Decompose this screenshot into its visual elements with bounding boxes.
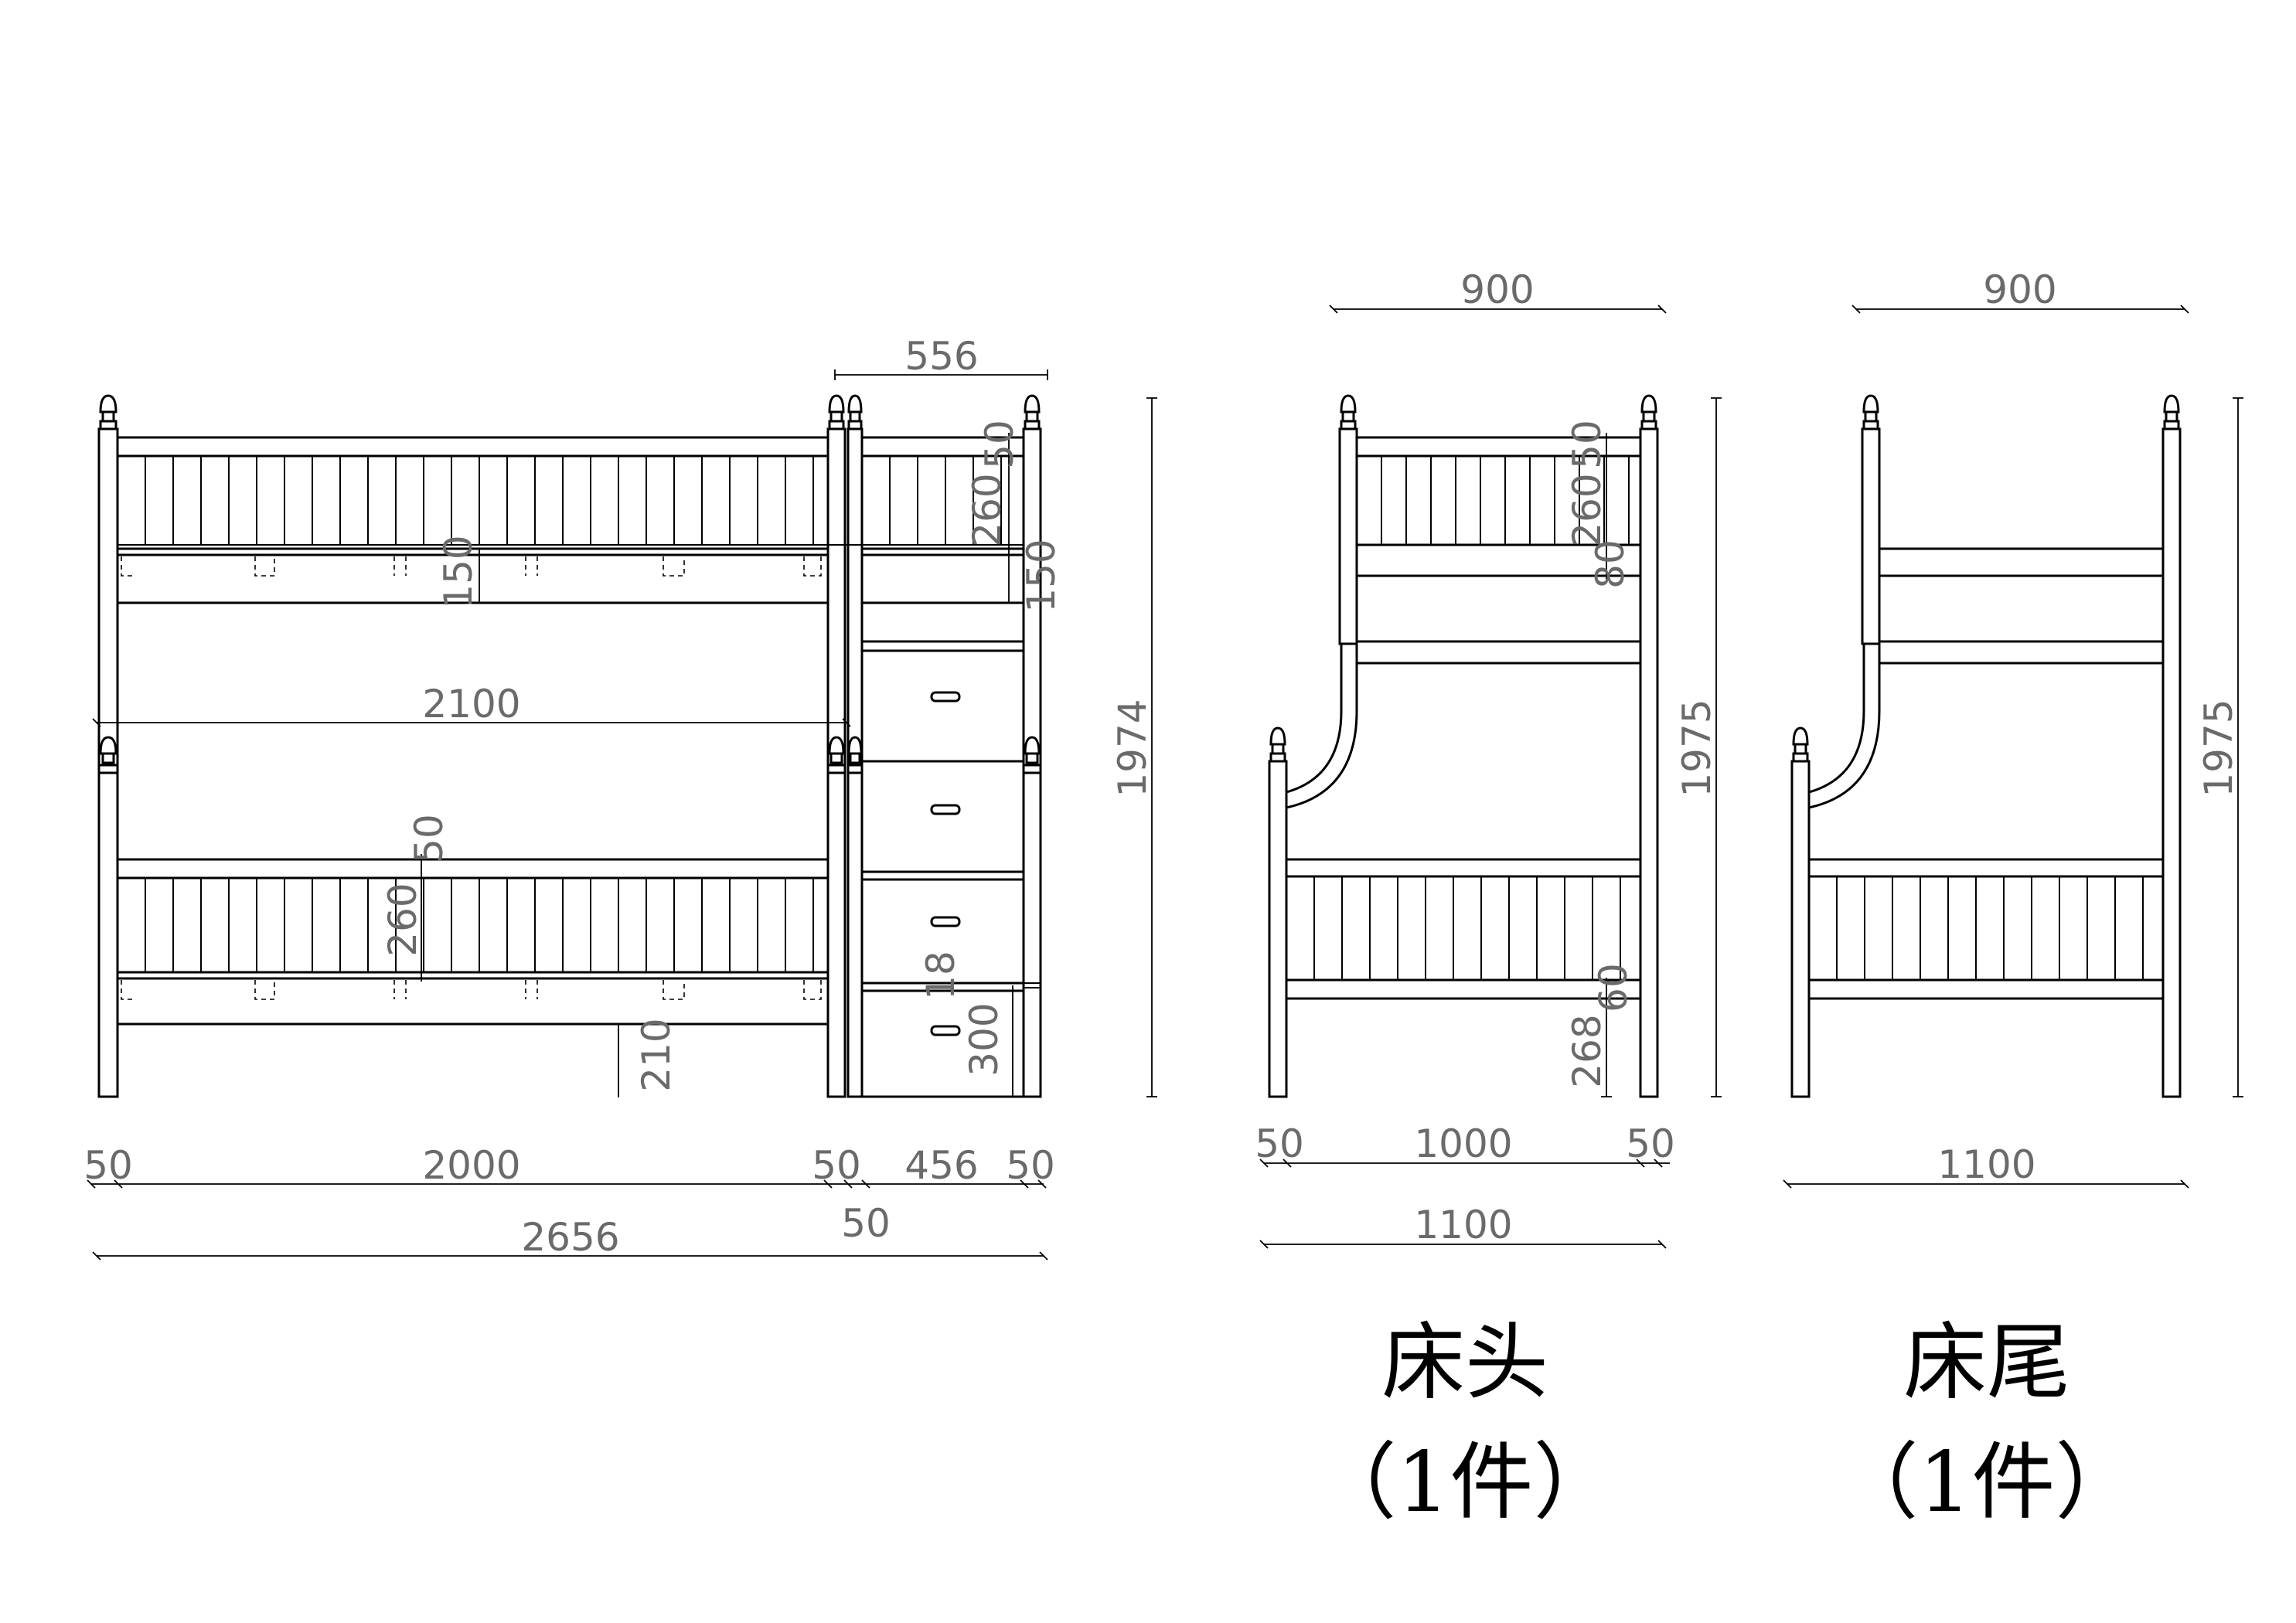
dim-1975-head: 1975 [1674, 699, 1719, 797]
dim-50-top: 50 [977, 420, 1022, 469]
dim-2656: 2656 [521, 1215, 619, 1260]
dim-50-a: 50 [83, 1143, 133, 1188]
dim-1974: 1974 [1110, 699, 1155, 797]
dim-60-head: 60 [1591, 963, 1636, 1012]
drawer-handle [930, 691, 961, 703]
dim-1100-head: 1100 [1414, 1203, 1512, 1247]
hidden-brackets [121, 556, 822, 1000]
dim-50-head: 50 [1565, 420, 1610, 469]
dim-2100: 2100 [422, 682, 520, 726]
drawer-handle [930, 916, 961, 927]
dim-1000-head: 1000 [1414, 1121, 1512, 1166]
dim-50-head-left: 50 [1255, 1121, 1304, 1166]
dim-900-head: 900 [1460, 267, 1534, 312]
dim-2000: 2000 [422, 1143, 520, 1188]
dim-150-mid: 150 [436, 535, 481, 608]
foot-posts [1790, 394, 2182, 1098]
head-upper-slats [1381, 456, 1630, 545]
dim-268-head: 268 [1565, 1014, 1610, 1087]
dim-50-d: 50 [841, 1201, 891, 1246]
front-dimension-labels: 556 50 260 150 150 2100 50 260 18 300 21… [83, 334, 1155, 1260]
foot-rails [1809, 547, 2163, 1000]
head-posts [1268, 394, 1659, 1098]
front-dimensions [87, 369, 1157, 1261]
lower-guard-rail [116, 858, 829, 1026]
drawer-handle [930, 804, 961, 815]
dim-150-right: 150 [1019, 539, 1064, 612]
dim-1100-foot: 1100 [1937, 1142, 2035, 1187]
dim-210: 210 [634, 1018, 679, 1091]
foot-lower-slats [1836, 876, 2144, 980]
front-view: 556 50 260 150 150 2100 50 260 18 300 21… [83, 334, 1157, 1261]
head-view: 900 50 260 80 1975 60 268 50 1000 50 110… [1255, 267, 1722, 1531]
dim-50-c: 50 [1006, 1143, 1055, 1188]
dim-900-foot: 900 [1983, 267, 2056, 312]
bed-posts [97, 427, 1042, 1098]
foot-view-title: 床尾 [1903, 1315, 2070, 1411]
dim-50-head-right: 50 [1626, 1121, 1675, 1166]
dim-50-b: 50 [812, 1143, 861, 1188]
drawer-steps [862, 640, 1041, 1098]
dim-18: 18 [918, 951, 963, 1000]
head-rails [1286, 436, 1640, 1000]
foot-dimension-labels: 900 1975 1100 [1937, 267, 2241, 1187]
dim-556: 556 [904, 334, 978, 379]
head-view-count: （1件） [1313, 1434, 1617, 1531]
finials [99, 394, 1041, 764]
foot-view: 900 1975 1100 床尾 （1件） [1783, 267, 2243, 1531]
lower-slats [145, 878, 814, 972]
upper-slats [145, 456, 1002, 545]
upper-guard-rail [116, 436, 1024, 604]
dim-1975-foot: 1975 [2196, 699, 2241, 797]
head-dimension-labels: 900 50 260 80 1975 60 268 50 1000 50 110… [1255, 267, 1719, 1247]
dim-260-head: 260 [1565, 473, 1610, 546]
foot-view-count: （1件） [1835, 1434, 2139, 1531]
dim-80-head: 80 [1588, 539, 1633, 589]
dim-260-lower: 260 [380, 883, 425, 956]
dim-260-top: 260 [965, 473, 1010, 546]
dim-50-lower: 50 [407, 814, 451, 863]
head-view-title: 床头 [1381, 1315, 1548, 1411]
foot-dimensions [1783, 305, 2243, 1189]
dim-300: 300 [962, 1002, 1007, 1076]
dim-456: 456 [904, 1143, 978, 1188]
drawer-handle [930, 1025, 961, 1036]
head-dimensions [1259, 305, 1722, 1249]
head-lower-slats [1313, 876, 1621, 980]
